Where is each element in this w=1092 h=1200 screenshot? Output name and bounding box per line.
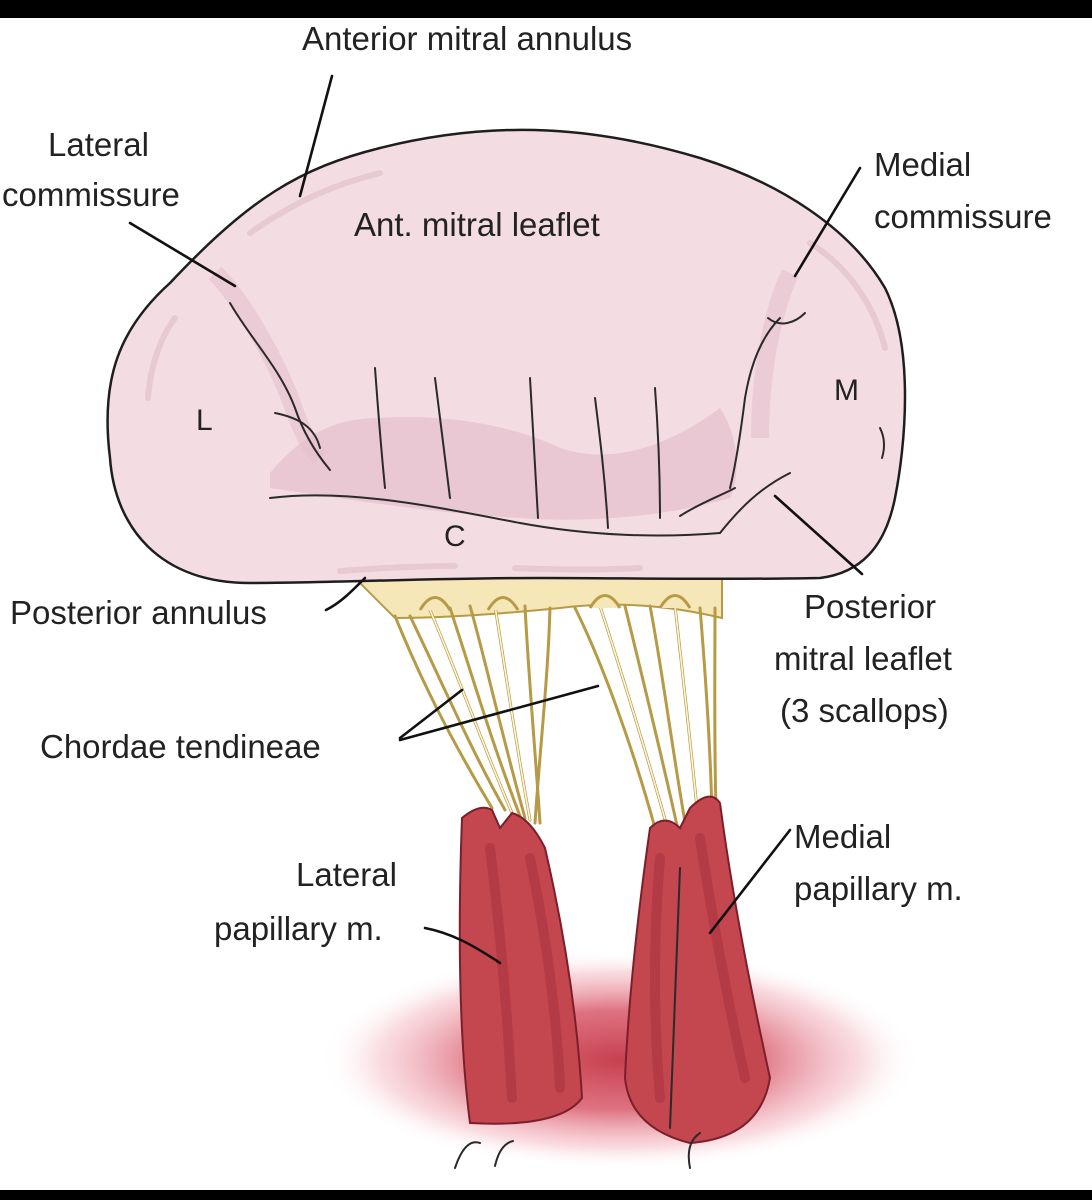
label-anterior-mitral-annulus: Anterior mitral annulus [302, 20, 632, 57]
label-lateral-papillary-line2: papillary m. [214, 910, 383, 947]
label-medial-papillary-line1: Medial [794, 818, 891, 855]
leader-posterior-annulus [324, 576, 367, 612]
label-lateral-commissure-line2: commissure [2, 176, 180, 213]
mitral-valve-diagram: Anterior mitral annulus Lateral commissu… [0, 18, 1092, 1190]
label-scallop-l: L [196, 404, 213, 437]
leader-chordae-2 [398, 684, 600, 742]
leader-lateral-commissure [128, 221, 237, 288]
leader-posterior-leaflet [773, 494, 864, 576]
label-medial-commissure-line1: Medial [874, 146, 971, 183]
label-posterior-leaflet-line3: (3 scallops) [780, 692, 949, 729]
mitral-valve-leaflets [106, 128, 907, 585]
leader-lines [128, 74, 864, 965]
text-labels: Anterior mitral annulus Lateral commissu… [2, 20, 1052, 947]
label-medial-papillary-line2: papillary m. [794, 870, 963, 907]
lateral-papillary-muscle [458, 806, 584, 1125]
leader-medial-papillary [708, 828, 792, 935]
label-chordae-tendineae: Chordae tendineae [40, 728, 321, 765]
label-lateral-papillary-line1: Lateral [296, 856, 397, 893]
ventricular-wall-glow [320, 950, 920, 1170]
label-posterior-leaflet-line2: mitral leaflet [774, 640, 952, 677]
leader-chordae-1 [398, 688, 464, 740]
leader-medial-commissure [793, 166, 862, 278]
label-scallop-m: M [834, 374, 859, 407]
label-posterior-annulus: Posterior annulus [10, 594, 267, 631]
muscle-root-marks [454, 1132, 701, 1169]
label-ant-mitral-leaflet: Ant. mitral leaflet [354, 206, 600, 243]
label-posterior-leaflet-line1: Posterior [804, 588, 936, 625]
leader-anterior-annulus [298, 74, 334, 198]
label-medial-commissure-line2: commissure [874, 198, 1052, 235]
label-lateral-commissure-line1: Lateral [48, 126, 149, 163]
label-scallop-c: C [444, 520, 466, 553]
leader-lateral-papillary [423, 926, 502, 965]
medial-papillary-muscle [623, 795, 772, 1145]
